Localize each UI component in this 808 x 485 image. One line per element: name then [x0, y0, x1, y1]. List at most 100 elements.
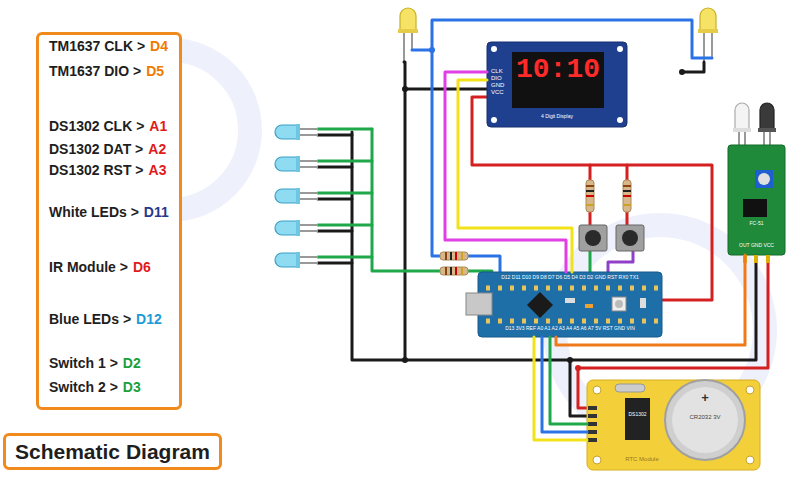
arduino-nano-illustration: [527, 292, 553, 318]
arduino-nano-illustration: [466, 272, 662, 337]
pin-label: D13 3V3 REF A0 A1 A2 A3 A4 A5 A6 A7 5V R…: [478, 326, 662, 332]
pin-number: D6: [133, 259, 151, 275]
resistor-symbol: [450, 252, 452, 260]
display-board: [617, 46, 623, 52]
rtc-module-board: [746, 386, 754, 394]
rtc-module-board: [588, 438, 597, 442]
rtc-module-board: [746, 456, 754, 464]
pin-label: CLK: [491, 68, 503, 75]
blue-led: [300, 192, 318, 194]
arduino-nano-illustration: [486, 286, 660, 291]
ir-module-board: [728, 145, 785, 263]
pin-number: A2: [148, 141, 166, 157]
arduino-nano-illustration: [640, 298, 646, 308]
arduino-nano-illustration: [615, 300, 623, 308]
pin-map-row: DS1302 CLK > A1: [49, 118, 167, 135]
resistor-symbol: [586, 180, 594, 212]
yellow-led: [711, 33, 713, 58]
junction-dot: [575, 365, 581, 371]
rtc-module-board: [588, 430, 597, 434]
resistor-symbol: [623, 180, 631, 212]
resistor-symbol: [623, 204, 631, 206]
display-board: [487, 42, 627, 127]
junction-dot: [429, 47, 435, 53]
blue-led: [300, 262, 318, 264]
rtc-module: DS1302+CR2032 3VRTC Module: [587, 380, 760, 470]
yellow-led: [398, 29, 418, 33]
blue-led: [296, 252, 300, 268]
pin-name: DS1302 CLK >: [49, 118, 144, 134]
blue-led: [300, 160, 318, 162]
pin-map-row: Switch 2 >D3: [49, 379, 141, 396]
resistor-symbol: [455, 252, 457, 260]
resistor-symbol: [586, 190, 594, 192]
rtc-module-board: [593, 456, 601, 464]
signal-wire: [556, 255, 745, 345]
ir-module-board: [754, 255, 758, 263]
arduino-nano-illustration: [565, 298, 575, 303]
pin-map-row: TM1637 CLK >D4: [49, 38, 168, 55]
wire: [318, 224, 372, 227]
wire: [318, 128, 372, 131]
pin-number: D5: [146, 63, 164, 79]
blue-led: [275, 253, 298, 267]
board-label: 4 Digit Display: [487, 114, 627, 120]
push-button: [585, 230, 601, 246]
wire: [682, 62, 704, 72]
pin-name: IR Module >: [49, 259, 128, 275]
yellow-led: [700, 8, 716, 30]
wire: [352, 132, 405, 360]
wire: [318, 192, 372, 195]
ir-module-board: [743, 199, 767, 217]
arduino-nano-illustration: [478, 272, 662, 337]
ir-led-pair: [733, 103, 776, 145]
wire: [589, 212, 592, 225]
wire: [318, 262, 352, 265]
pin-number: D11: [144, 204, 169, 220]
rtc-module-board: [588, 422, 597, 426]
pin-number: A1: [149, 118, 167, 134]
wire: [608, 251, 633, 272]
pin-name: DS1302 RST >: [49, 162, 144, 178]
blue-led: [275, 221, 298, 235]
pin-label: VCC: [491, 89, 504, 96]
yellow-led: [403, 33, 405, 62]
ir-module-board: [766, 255, 770, 263]
display-module: 10:10CLKDIOGNDVCC4 Digit Display: [487, 42, 627, 127]
rtc-module-board: [588, 414, 597, 418]
board-label: RTC Module: [617, 456, 667, 463]
blue-led: [275, 189, 298, 203]
signal-wire: [534, 337, 587, 440]
yellow-led: [698, 29, 718, 33]
pin-map-row: White LEDs >D11: [49, 204, 169, 221]
wire: [318, 230, 352, 233]
pin-map-row: IR Module > D6: [49, 259, 151, 276]
resistor-symbol: [455, 267, 457, 275]
rtc-module-board: [588, 406, 597, 410]
blue-led: [300, 224, 318, 226]
pin-map-row: TM1637 DIO >D5: [49, 63, 164, 80]
blue-led: [300, 166, 318, 168]
signal-wire: [542, 337, 587, 432]
rtc-module-board: [587, 380, 760, 470]
pin-name: DS1302 DAT >: [49, 141, 143, 157]
watermark: [90, 50, 765, 435]
wire: [412, 50, 440, 256]
display-board: [491, 46, 497, 52]
wire: [318, 134, 352, 137]
resistor-symbol: [450, 267, 452, 275]
blue-led: [296, 188, 300, 204]
ir-led-pair: [763, 132, 765, 145]
battery-sign: +: [695, 391, 715, 406]
ir-module-board: [728, 145, 785, 255]
blue-led: [300, 230, 318, 232]
resistor-symbol: [461, 252, 463, 260]
wire: [372, 129, 440, 271]
wire: [589, 251, 592, 272]
blue-led: [300, 256, 318, 258]
resistor-symbol: [623, 195, 631, 197]
rtc-module-board: [593, 386, 601, 394]
display-board: [491, 117, 497, 123]
ir-led-pair: [758, 128, 776, 132]
